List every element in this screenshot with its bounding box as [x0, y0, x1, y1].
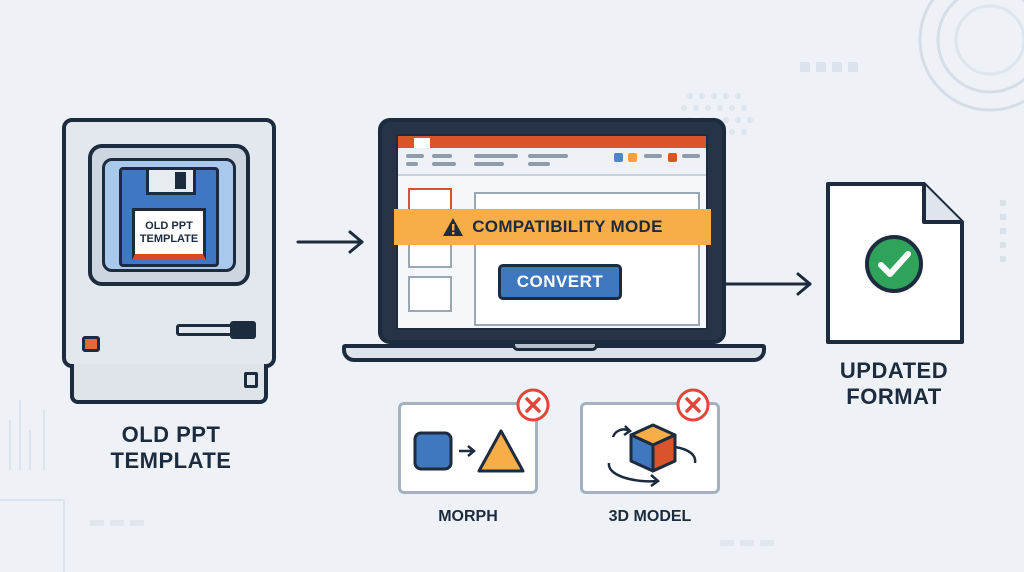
- floppy-label: OLD PPT TEMPLATE: [132, 208, 206, 260]
- x-circle-icon: [676, 388, 710, 422]
- feature-label-3d-model: 3D MODEL: [608, 508, 692, 525]
- computer-base-port: [244, 372, 258, 388]
- feature-card-morph: [398, 402, 538, 494]
- ribbon-picture-icon: [628, 153, 637, 162]
- disk-drive-handle: [230, 321, 256, 339]
- 3d-cube-icon: [607, 423, 697, 488]
- old-template-caption-line2: TEMPLATE: [110, 448, 232, 473]
- computer-base: [70, 364, 268, 404]
- old-template-caption-line1: OLD PPT: [121, 422, 221, 447]
- ribbon-control: [474, 162, 504, 166]
- compatibility-mode-text: COMPATIBILITY MODE: [472, 217, 663, 236]
- slide-thumbnail[interactable]: [408, 276, 452, 312]
- ribbon-control: [406, 154, 424, 158]
- laptop-notch: [512, 344, 598, 351]
- ribbon-control: [528, 162, 550, 166]
- updated-format-caption: UPDATED FORMAT: [812, 358, 976, 410]
- floppy-shutter: [146, 167, 196, 195]
- ribbon-title-bar: [398, 136, 706, 148]
- arrow-computer-to-laptop: [296, 230, 364, 254]
- check-circle-icon: [865, 235, 923, 293]
- ribbon-control: [406, 162, 418, 166]
- ribbon-control: [644, 154, 662, 158]
- ribbon-control: [474, 154, 518, 158]
- old-template-caption: OLD PPT TEMPLATE: [86, 422, 256, 474]
- updated-document-icon: [826, 182, 964, 344]
- ribbon-control: [432, 162, 456, 166]
- ribbon-control: [432, 154, 452, 158]
- convert-button[interactable]: CONVERT: [498, 264, 622, 300]
- floppy-disk-icon: OLD PPT TEMPLATE: [119, 167, 219, 267]
- ribbon-control: [528, 154, 568, 158]
- warning-icon: [443, 218, 464, 236]
- ribbon-active-tab: [414, 138, 430, 148]
- updated-format-caption-line2: FORMAT: [846, 384, 942, 409]
- feature-label-morph: MORPH: [438, 508, 498, 525]
- computer-screen-bezel: OLD PPT TEMPLATE: [88, 144, 250, 286]
- old-computer: OLD PPT TEMPLATE: [62, 118, 276, 368]
- ribbon-shapes-icon: [614, 153, 623, 162]
- ribbon-format-icon: [668, 153, 677, 162]
- updated-format-caption-line1: UPDATED: [839, 358, 949, 383]
- ribbon-toolbar: [398, 148, 706, 176]
- power-led: [82, 336, 100, 352]
- computer-screen: OLD PPT TEMPLATE: [102, 158, 236, 272]
- ribbon-control: [682, 154, 700, 158]
- morph-transition-icon: [413, 429, 525, 473]
- x-circle-icon: [516, 388, 550, 422]
- compatibility-mode-banner: COMPATIBILITY MODE: [394, 209, 711, 245]
